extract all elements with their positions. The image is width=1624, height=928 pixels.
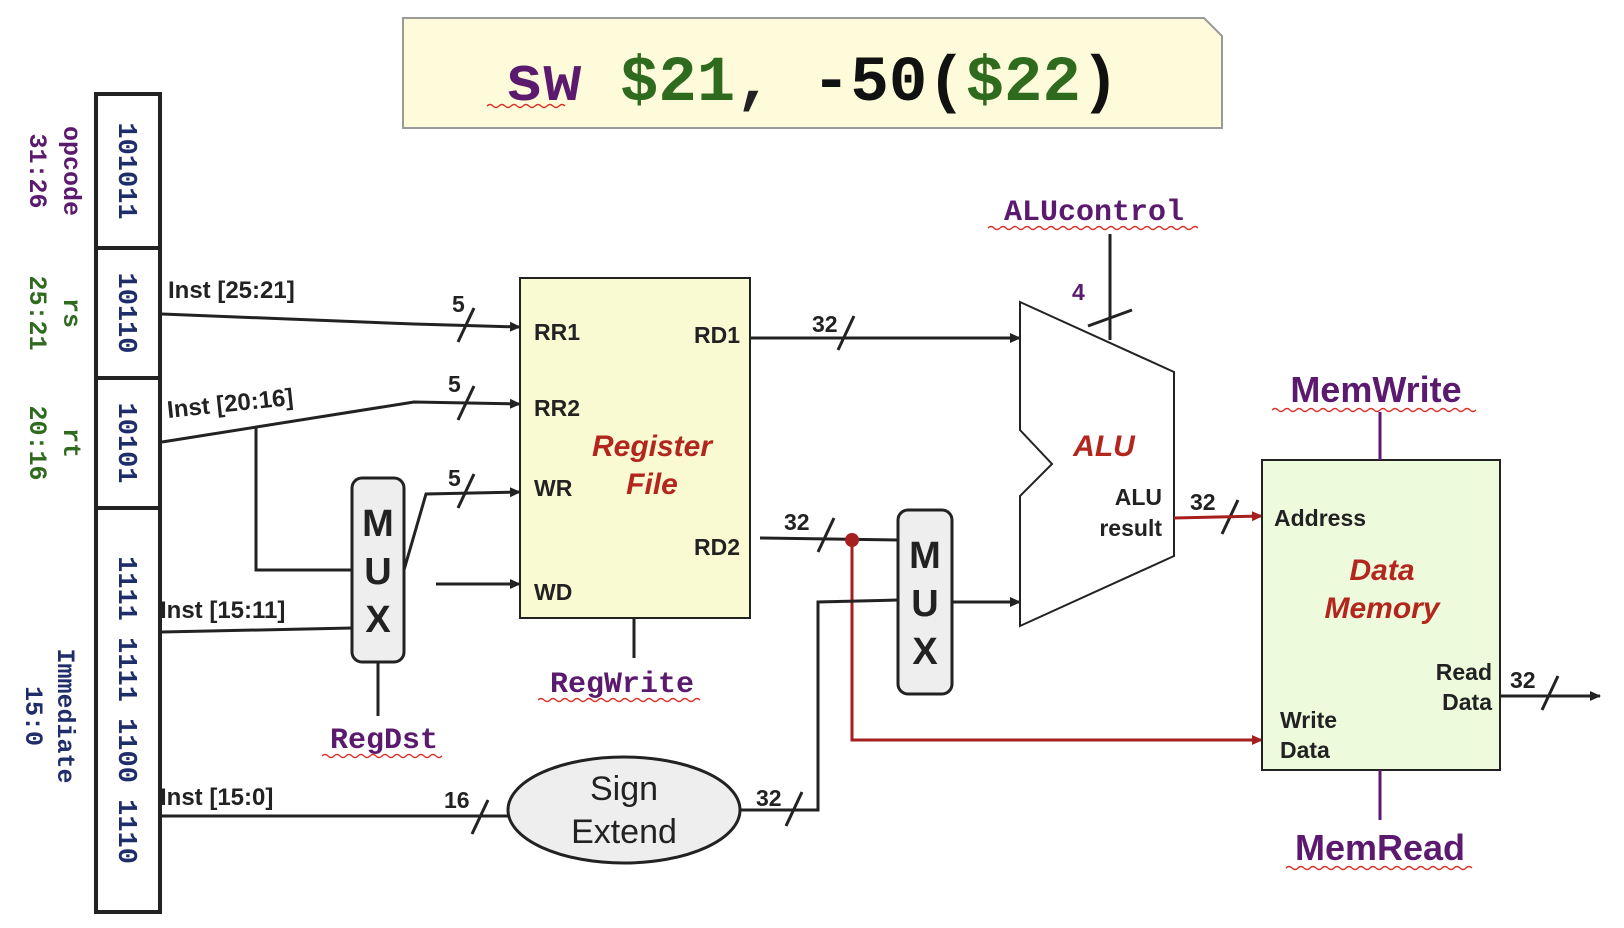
alucontrol-width: 4	[1072, 279, 1085, 305]
mux2-letter-u: U	[911, 583, 938, 625]
bus-width-markers: 5 5 5 32 32 4 32 32 16 32	[444, 279, 1560, 835]
instruction-text: sw $21, -50($22)	[505, 48, 1120, 120]
alusrc-mux: M U X	[896, 508, 954, 696]
memwrite-label: MemWrite	[1290, 369, 1461, 410]
instruction-title-box: sw $21, -50($22)	[402, 17, 1223, 129]
rr1-port: RR1	[534, 319, 580, 345]
address-port: Address	[1274, 505, 1366, 531]
opcode-mnemonic: sw	[505, 48, 582, 120]
rd-to-mux-wire	[161, 626, 353, 634]
immediate-bits-cell	[94, 506, 162, 914]
rs-bits-cell	[94, 246, 162, 380]
regwrite-label: RegWrite	[550, 668, 694, 702]
instruction-bit-column: 101011 10110 10101 1111 1111 1100 1110	[94, 92, 162, 914]
signin-width: 16	[444, 787, 470, 813]
rt-bits: 10101	[110, 402, 140, 483]
inst-15-0-label: Inst [15:0]	[160, 784, 273, 811]
rt-register: $21	[620, 48, 735, 120]
wr-width-tick	[456, 473, 476, 509]
rr2-width: 5	[448, 371, 461, 397]
opcode-field-name: opcode	[56, 126, 85, 216]
rd2-port: RD2	[694, 534, 740, 560]
memread-label: MemRead	[1295, 827, 1465, 868]
read-data-port-2: Data	[1442, 689, 1492, 715]
inst-20-16-label: Inst [20:16]	[166, 384, 295, 424]
mux1-to-wr-wire	[402, 487, 521, 571]
opcode-field-range: 31:26	[22, 133, 51, 208]
sign-extend-unit: Sign Extend	[506, 755, 742, 865]
spellcheck-underline	[1285, 865, 1473, 871]
rs-bits: 10110	[110, 272, 140, 353]
alu-result-line-1: ALU	[1115, 484, 1162, 510]
inst-25-21-label: Inst [25:21]	[168, 277, 295, 304]
rd2-to-mux2-wire	[759, 536, 899, 542]
rr2-port: RR2	[534, 395, 580, 421]
aluresult-width: 32	[1190, 489, 1216, 515]
rr2-width-tick	[456, 385, 476, 421]
mux1-letter-m: M	[362, 503, 394, 545]
signout-width: 32	[756, 785, 782, 811]
alu-result-line-2: result	[1099, 515, 1162, 541]
inst-15-11-label: Inst [15:11]	[160, 597, 285, 624]
rt-field-range: 20:16	[22, 405, 51, 480]
readdata-width-tick	[1540, 675, 1560, 711]
aluresult-to-address-wire	[1173, 511, 1263, 522]
spellcheck-underline	[321, 753, 443, 759]
signin-width-tick	[470, 799, 490, 835]
rr2-wire	[161, 398, 521, 444]
rr1-wire	[161, 312, 521, 332]
immediate-bits: 1111 1111 1100 1110	[110, 556, 140, 864]
mux1-letter-u: U	[364, 551, 391, 593]
rs-register: $22	[966, 48, 1081, 120]
sign-extend-line-2: Extend	[571, 813, 677, 851]
write-data-port-1: Write	[1280, 707, 1337, 733]
alu-unit: ALU ALU result	[1019, 300, 1175, 628]
rs-field-range: 25:21	[22, 275, 51, 350]
data-memory-title-2: Memory	[1324, 592, 1440, 625]
rd2-junction-dot	[845, 533, 859, 547]
mux2-letter-x: X	[912, 631, 938, 673]
instruction-field-labels: opcode 31:26 rs 25:21 rt 20:16 Immediate…	[18, 126, 85, 784]
write-data-port-2: Data	[1280, 737, 1330, 763]
data-memory-title-1: Data	[1349, 554, 1414, 587]
rd1-width-tick	[836, 315, 856, 351]
spellcheck-underline	[486, 103, 566, 109]
register-file: RR1 RR2 WR WD RD1 RD2 Register File	[519, 277, 751, 619]
rr1-width-tick	[456, 307, 476, 343]
regdst-mux: M U X	[350, 476, 406, 664]
rr1-width: 5	[452, 291, 465, 317]
sign-extend-line-1: Sign	[590, 770, 658, 808]
opcode-bits: 101011	[110, 122, 140, 219]
register-file-title-2: File	[626, 468, 678, 501]
rd1-width: 32	[812, 311, 838, 337]
readdata-width: 32	[1510, 667, 1536, 693]
offset-value: -50	[812, 48, 927, 120]
data-memory: Address Data Memory Read Data Write Data	[1261, 459, 1501, 771]
read-data-port-1: Read	[1436, 659, 1492, 685]
spellcheck-underline	[1271, 407, 1477, 413]
wd-port: WD	[534, 579, 572, 605]
alucontrol-label: ALUcontrol	[1004, 196, 1184, 230]
immediate-field-range: 15:0	[18, 686, 47, 746]
wr-width: 5	[448, 465, 461, 491]
rd1-port: RD1	[694, 322, 740, 348]
alu-label: ALU	[1072, 430, 1136, 463]
rd2-width: 32	[784, 509, 810, 535]
immediate-field-name: Immediate	[50, 648, 79, 783]
register-file-title-1: Register	[592, 430, 714, 463]
rt-field-name: rt	[56, 428, 85, 458]
mux1-letter-x: X	[365, 599, 391, 641]
mux2-letter-m: M	[909, 535, 941, 577]
rd2-to-writedata-wire	[850, 540, 1263, 745]
rd2-width-tick	[816, 517, 836, 553]
signext-to-mux2-wire	[740, 598, 899, 812]
spellcheck-underline	[537, 697, 701, 703]
rs-field-name: rs	[56, 298, 85, 328]
rt-to-mux-wire	[254, 428, 352, 572]
wr-port: WR	[534, 475, 573, 501]
regdst-label: RegDst	[330, 724, 438, 758]
instruction-wires: Inst [25:21] Inst [20:16] Inst [15:11] I…	[160, 277, 521, 818]
spellcheck-underline	[987, 225, 1199, 231]
